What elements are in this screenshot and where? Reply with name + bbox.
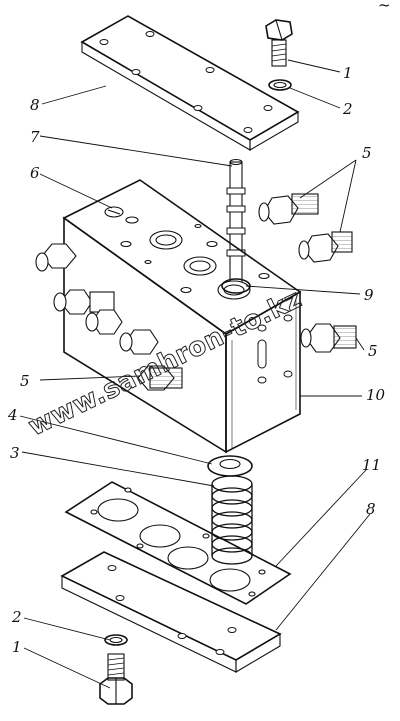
callout-10: 10: [366, 386, 386, 404]
plug-screw: [104, 206, 124, 218]
compression-spring: [211, 475, 253, 565]
callout-2-bot: 2: [11, 608, 22, 626]
callout-7: 7: [30, 128, 40, 146]
callout-6: 6: [30, 164, 40, 182]
callout-1-top: 1: [343, 64, 353, 82]
callout-4: 4: [7, 406, 18, 424]
callout-9: 9: [364, 286, 374, 304]
corner-mark: ~: [378, 0, 391, 14]
callout-1-bot: 1: [12, 638, 22, 656]
plunger-rod: [226, 158, 246, 285]
bottom-bolt: [99, 653, 133, 705]
fittings-on-body: [35, 243, 183, 391]
top-bolt: [265, 19, 293, 67]
callout-labels: 1 2 8 7 6 5 9 5 5 10 4 3 11 8 2 1: [7, 64, 386, 656]
leader-lines: [19, 59, 371, 689]
distributor-body: [62, 179, 302, 454]
callout-8-top: 8: [30, 96, 40, 114]
bottom-left-fitting: [137, 365, 183, 391]
callout-11: 11: [362, 456, 381, 474]
top-cover-plate: [80, 15, 300, 151]
callout-8-bot: 8: [366, 500, 376, 518]
gasket: [64, 481, 292, 605]
bottom-cover-plate: [60, 551, 282, 673]
callout-5-left: 5: [20, 372, 30, 390]
loose-fittings: [258, 193, 357, 353]
callout-5-top: 5: [362, 144, 372, 162]
callout-3: 3: [10, 444, 20, 462]
callout-2-top: 2: [342, 100, 353, 118]
valve-disc: [207, 455, 253, 477]
top-spring-washer: [268, 79, 292, 91]
callout-5-right: 5: [368, 342, 378, 360]
